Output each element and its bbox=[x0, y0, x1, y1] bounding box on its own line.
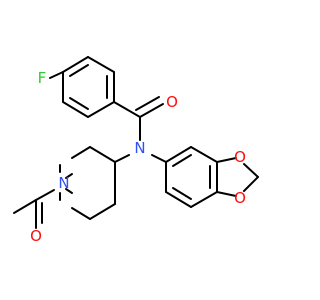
bond bbox=[165, 191, 192, 208]
bond bbox=[13, 199, 37, 214]
bond bbox=[190, 146, 218, 163]
bond bbox=[65, 173, 73, 179]
bond bbox=[216, 191, 237, 197]
bond bbox=[151, 154, 167, 163]
bond bbox=[114, 154, 130, 163]
bond bbox=[243, 176, 259, 192]
bond bbox=[190, 191, 218, 208]
bond bbox=[87, 56, 115, 73]
bond bbox=[87, 101, 115, 118]
bond bbox=[89, 203, 116, 220]
bond bbox=[65, 188, 73, 194]
atom-label-amide-oxygen: O bbox=[166, 93, 178, 111]
atom-labels: F O N O O N O bbox=[30, 69, 246, 245]
atom-label-fluorine: F bbox=[38, 69, 47, 87]
atom-label-dioxole-oxygen-top: O bbox=[234, 148, 246, 166]
bond bbox=[172, 187, 192, 200]
bond bbox=[62, 56, 89, 73]
bond bbox=[135, 96, 160, 111]
bond bbox=[216, 157, 237, 163]
bond bbox=[172, 154, 192, 167]
bond bbox=[89, 146, 116, 163]
bond bbox=[243, 163, 259, 178]
bond bbox=[35, 189, 55, 201]
bond bbox=[69, 97, 89, 110]
bond bbox=[71, 207, 91, 220]
atom-label-dioxole-oxygen-bottom: O bbox=[234, 189, 246, 207]
bond bbox=[165, 146, 192, 163]
atom-label-acetyl-oxygen: O bbox=[30, 227, 42, 245]
molecule-structure: F O N O O N O bbox=[13, 56, 259, 245]
bond bbox=[62, 101, 89, 118]
bonds bbox=[13, 56, 259, 229]
bond bbox=[49, 71, 64, 79]
bond bbox=[113, 101, 141, 118]
bond bbox=[71, 146, 91, 159]
atom-label-amide-nitrogen: N bbox=[134, 139, 145, 157]
bond bbox=[139, 103, 164, 118]
bond bbox=[69, 64, 89, 77]
atom-label-piperidine-nitrogen: N bbox=[58, 174, 69, 192]
